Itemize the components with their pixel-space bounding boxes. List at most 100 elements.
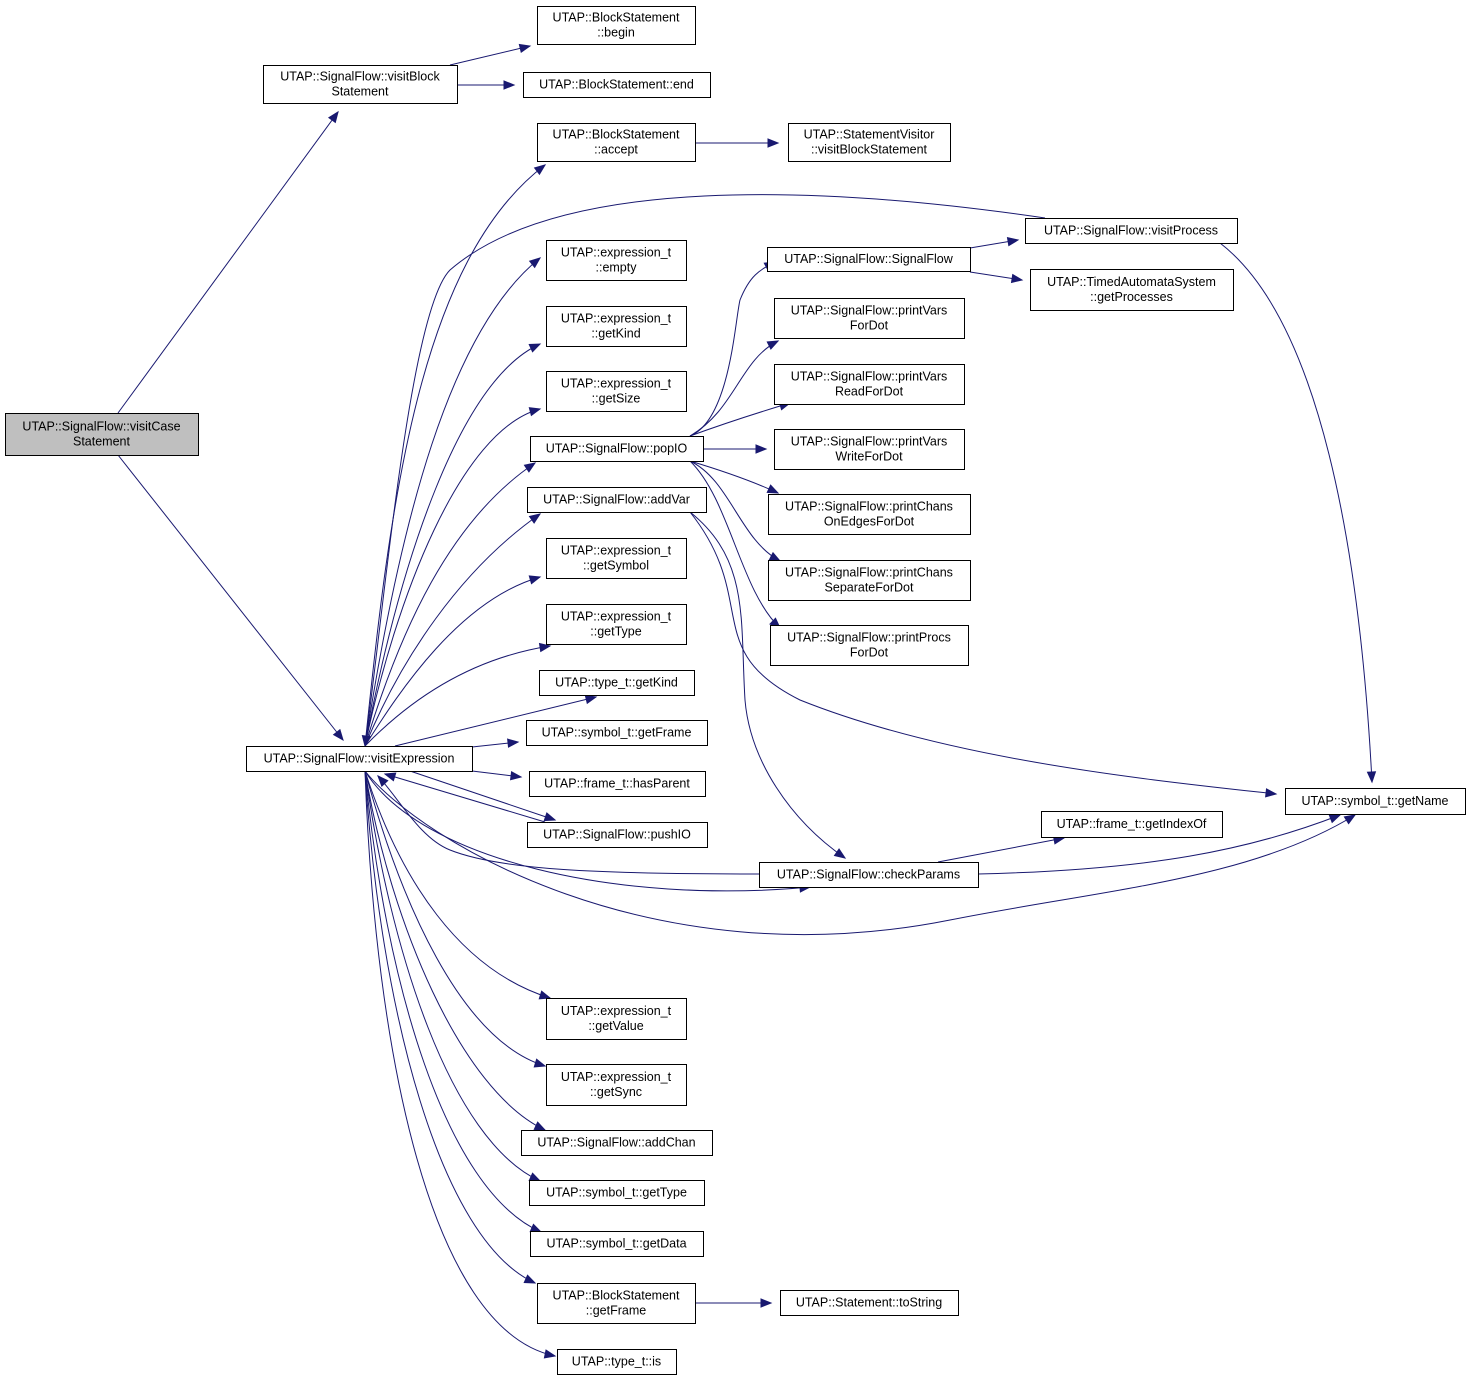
node-label: UTAP::StatementVisitor <box>804 128 935 142</box>
node-label: UTAP::SignalFlow::printProcs <box>787 631 951 645</box>
node-expr-get-value[interactable]: UTAP::expression_t::getValue <box>546 998 687 1040</box>
node-box <box>527 487 707 513</box>
node-type-get-kind[interactable]: UTAP::type_t::getKind <box>539 670 695 696</box>
node-label: UTAP::SignalFlow::visitProcess <box>1044 224 1218 238</box>
node-label: UTAP::BlockStatement <box>553 1289 680 1303</box>
node-box <box>557 1349 677 1375</box>
arrowhead <box>528 407 542 417</box>
node-label: ::begin <box>597 26 635 40</box>
node-expr-get-size[interactable]: UTAP::expression_t::getSize <box>546 371 687 412</box>
node-pop-io[interactable]: UTAP::SignalFlow::popIO <box>530 436 704 462</box>
edge-line <box>364 770 546 1067</box>
node-label: ::getKind <box>591 327 640 341</box>
nodes-layer: UTAP::SignalFlow::visitCaseStatementUTAP… <box>5 6 1466 1375</box>
node-visit-expression[interactable]: UTAP::SignalFlow::visitExpression <box>246 746 473 772</box>
node-add-chan[interactable]: UTAP::SignalFlow::addChan <box>521 1130 713 1156</box>
edge-pop-io-to-print-chans-on-edges <box>689 460 780 494</box>
edge-pop-io-to-print-vars-for-dot <box>689 340 780 437</box>
node-box <box>523 72 711 98</box>
edge-line <box>364 770 536 1284</box>
node-label: UTAP::SignalFlow::visitCase <box>22 420 180 434</box>
arrowhead <box>523 1274 537 1284</box>
arrowhead <box>528 343 542 353</box>
node-label: UTAP::SignalFlow::checkParams <box>777 868 960 882</box>
node-label: UTAP::SignalFlow::addVar <box>543 493 690 507</box>
node-visit-process[interactable]: UTAP::SignalFlow::visitProcess <box>1025 218 1238 244</box>
edge-line <box>409 770 556 821</box>
node-box <box>537 123 696 162</box>
arrowhead <box>1010 273 1024 284</box>
edge-line <box>377 775 760 875</box>
edge-line <box>364 462 536 747</box>
node-frame-get-index-of[interactable]: UTAP::frame_t::getIndexOf <box>1041 811 1223 838</box>
node-bs-accept[interactable]: UTAP::BlockStatement::accept <box>537 123 696 162</box>
arrowhead <box>529 1223 543 1233</box>
node-expr-get-kind[interactable]: UTAP::expression_t::getKind <box>546 306 687 347</box>
node-tas-get-processes[interactable]: UTAP::TimedAutomataSystem::getProcesses <box>1030 269 1234 311</box>
node-bs-get-frame[interactable]: UTAP::BlockStatement::getFrame <box>537 1283 696 1324</box>
node-box <box>774 364 965 405</box>
node-label: UTAP::Statement::toString <box>796 1296 942 1310</box>
node-expr-get-sync[interactable]: UTAP::expression_t::getSync <box>546 1064 687 1106</box>
node-sym-get-data[interactable]: UTAP::symbol_t::getData <box>530 1231 704 1257</box>
node-push-io[interactable]: UTAP::SignalFlow::pushIO <box>527 822 708 848</box>
edge-visit-expression-to-frame-has-parent <box>471 770 523 781</box>
node-box <box>774 298 965 339</box>
node-label: UTAP::type_t::is <box>572 1355 661 1369</box>
node-sym-get-name[interactable]: UTAP::symbol_t::getName <box>1285 788 1466 815</box>
node-bs-end[interactable]: UTAP::BlockStatement::end <box>523 72 711 98</box>
node-label: ForDot <box>850 646 889 660</box>
edge-pop-io-to-sf-ctor <box>689 261 777 437</box>
arrowhead <box>528 575 542 585</box>
node-label: UTAP::expression_t <box>561 312 672 326</box>
node-label: ::visitBlockStatement <box>811 143 928 157</box>
node-label: ::getSymbol <box>583 559 649 573</box>
node-box <box>546 538 687 579</box>
node-print-chans-on-edges[interactable]: UTAP::SignalFlow::printChansOnEdgesForDo… <box>768 494 971 535</box>
node-label: UTAP::SignalFlow::printVars <box>791 304 948 318</box>
node-sv-visit-block[interactable]: UTAP::StatementVisitor::visitBlockStatem… <box>788 123 951 162</box>
node-print-chans-separate[interactable]: UTAP::SignalFlow::printChansSeparateForD… <box>768 560 971 601</box>
node-expr-empty[interactable]: UTAP::expression_t::empty <box>546 240 687 281</box>
edge-pop-io-to-print-procs-for-dot <box>689 460 781 629</box>
edge-line <box>364 770 556 1357</box>
node-type-is[interactable]: UTAP::type_t::is <box>557 1349 677 1375</box>
node-add-var[interactable]: UTAP::SignalFlow::addVar <box>527 487 707 513</box>
edge-visit-expression-to-push-io <box>409 770 557 822</box>
node-box <box>788 123 951 162</box>
edge-line <box>364 770 1356 935</box>
node-expr-get-symbol[interactable]: UTAP::expression_t::getSymbol <box>546 538 687 579</box>
node-sf-ctor[interactable]: UTAP::SignalFlow::SignalFlow <box>767 247 971 272</box>
node-bs-begin[interactable]: UTAP::BlockStatement::begin <box>537 6 696 45</box>
arrowhead <box>1343 814 1357 825</box>
node-label: UTAP::type_t::getKind <box>555 676 678 690</box>
node-frame-has-parent[interactable]: UTAP::frame_t::hasParent <box>529 771 706 797</box>
node-sym-get-type[interactable]: UTAP::symbol_t::getType <box>529 1180 705 1206</box>
edge-check-params-to-sym-get-name <box>977 814 1342 875</box>
arrowhead <box>510 771 523 781</box>
node-label: UTAP::BlockStatement <box>553 11 680 25</box>
node-box <box>1285 788 1466 815</box>
node-expr-get-type[interactable]: UTAP::expression_t::getType <box>546 604 687 645</box>
node-label: UTAP::SignalFlow::visitExpression <box>264 752 455 766</box>
node-box <box>530 1231 704 1257</box>
edge-add-var-to-check-params <box>689 511 847 859</box>
node-check-params[interactable]: UTAP::SignalFlow::checkParams <box>759 862 979 888</box>
edge-check-params-to-frame-get-index-of <box>937 835 1066 863</box>
edge-line <box>364 408 541 747</box>
node-label: UTAP::SignalFlow::pushIO <box>543 828 691 842</box>
edge-line <box>364 770 546 1131</box>
node-box <box>530 436 704 462</box>
edge-line <box>364 257 541 747</box>
node-visit-block-statement[interactable]: UTAP::SignalFlow::visitBlockStatement <box>263 65 458 104</box>
edge-line <box>937 837 1065 863</box>
node-stmt-to-string[interactable]: UTAP::Statement::toString <box>780 1290 959 1316</box>
arrowhead <box>327 110 339 124</box>
edge-visit-expression-to-expr-get-sync <box>364 770 547 1068</box>
node-sym-get-frame[interactable]: UTAP::symbol_t::getFrame <box>526 720 708 746</box>
